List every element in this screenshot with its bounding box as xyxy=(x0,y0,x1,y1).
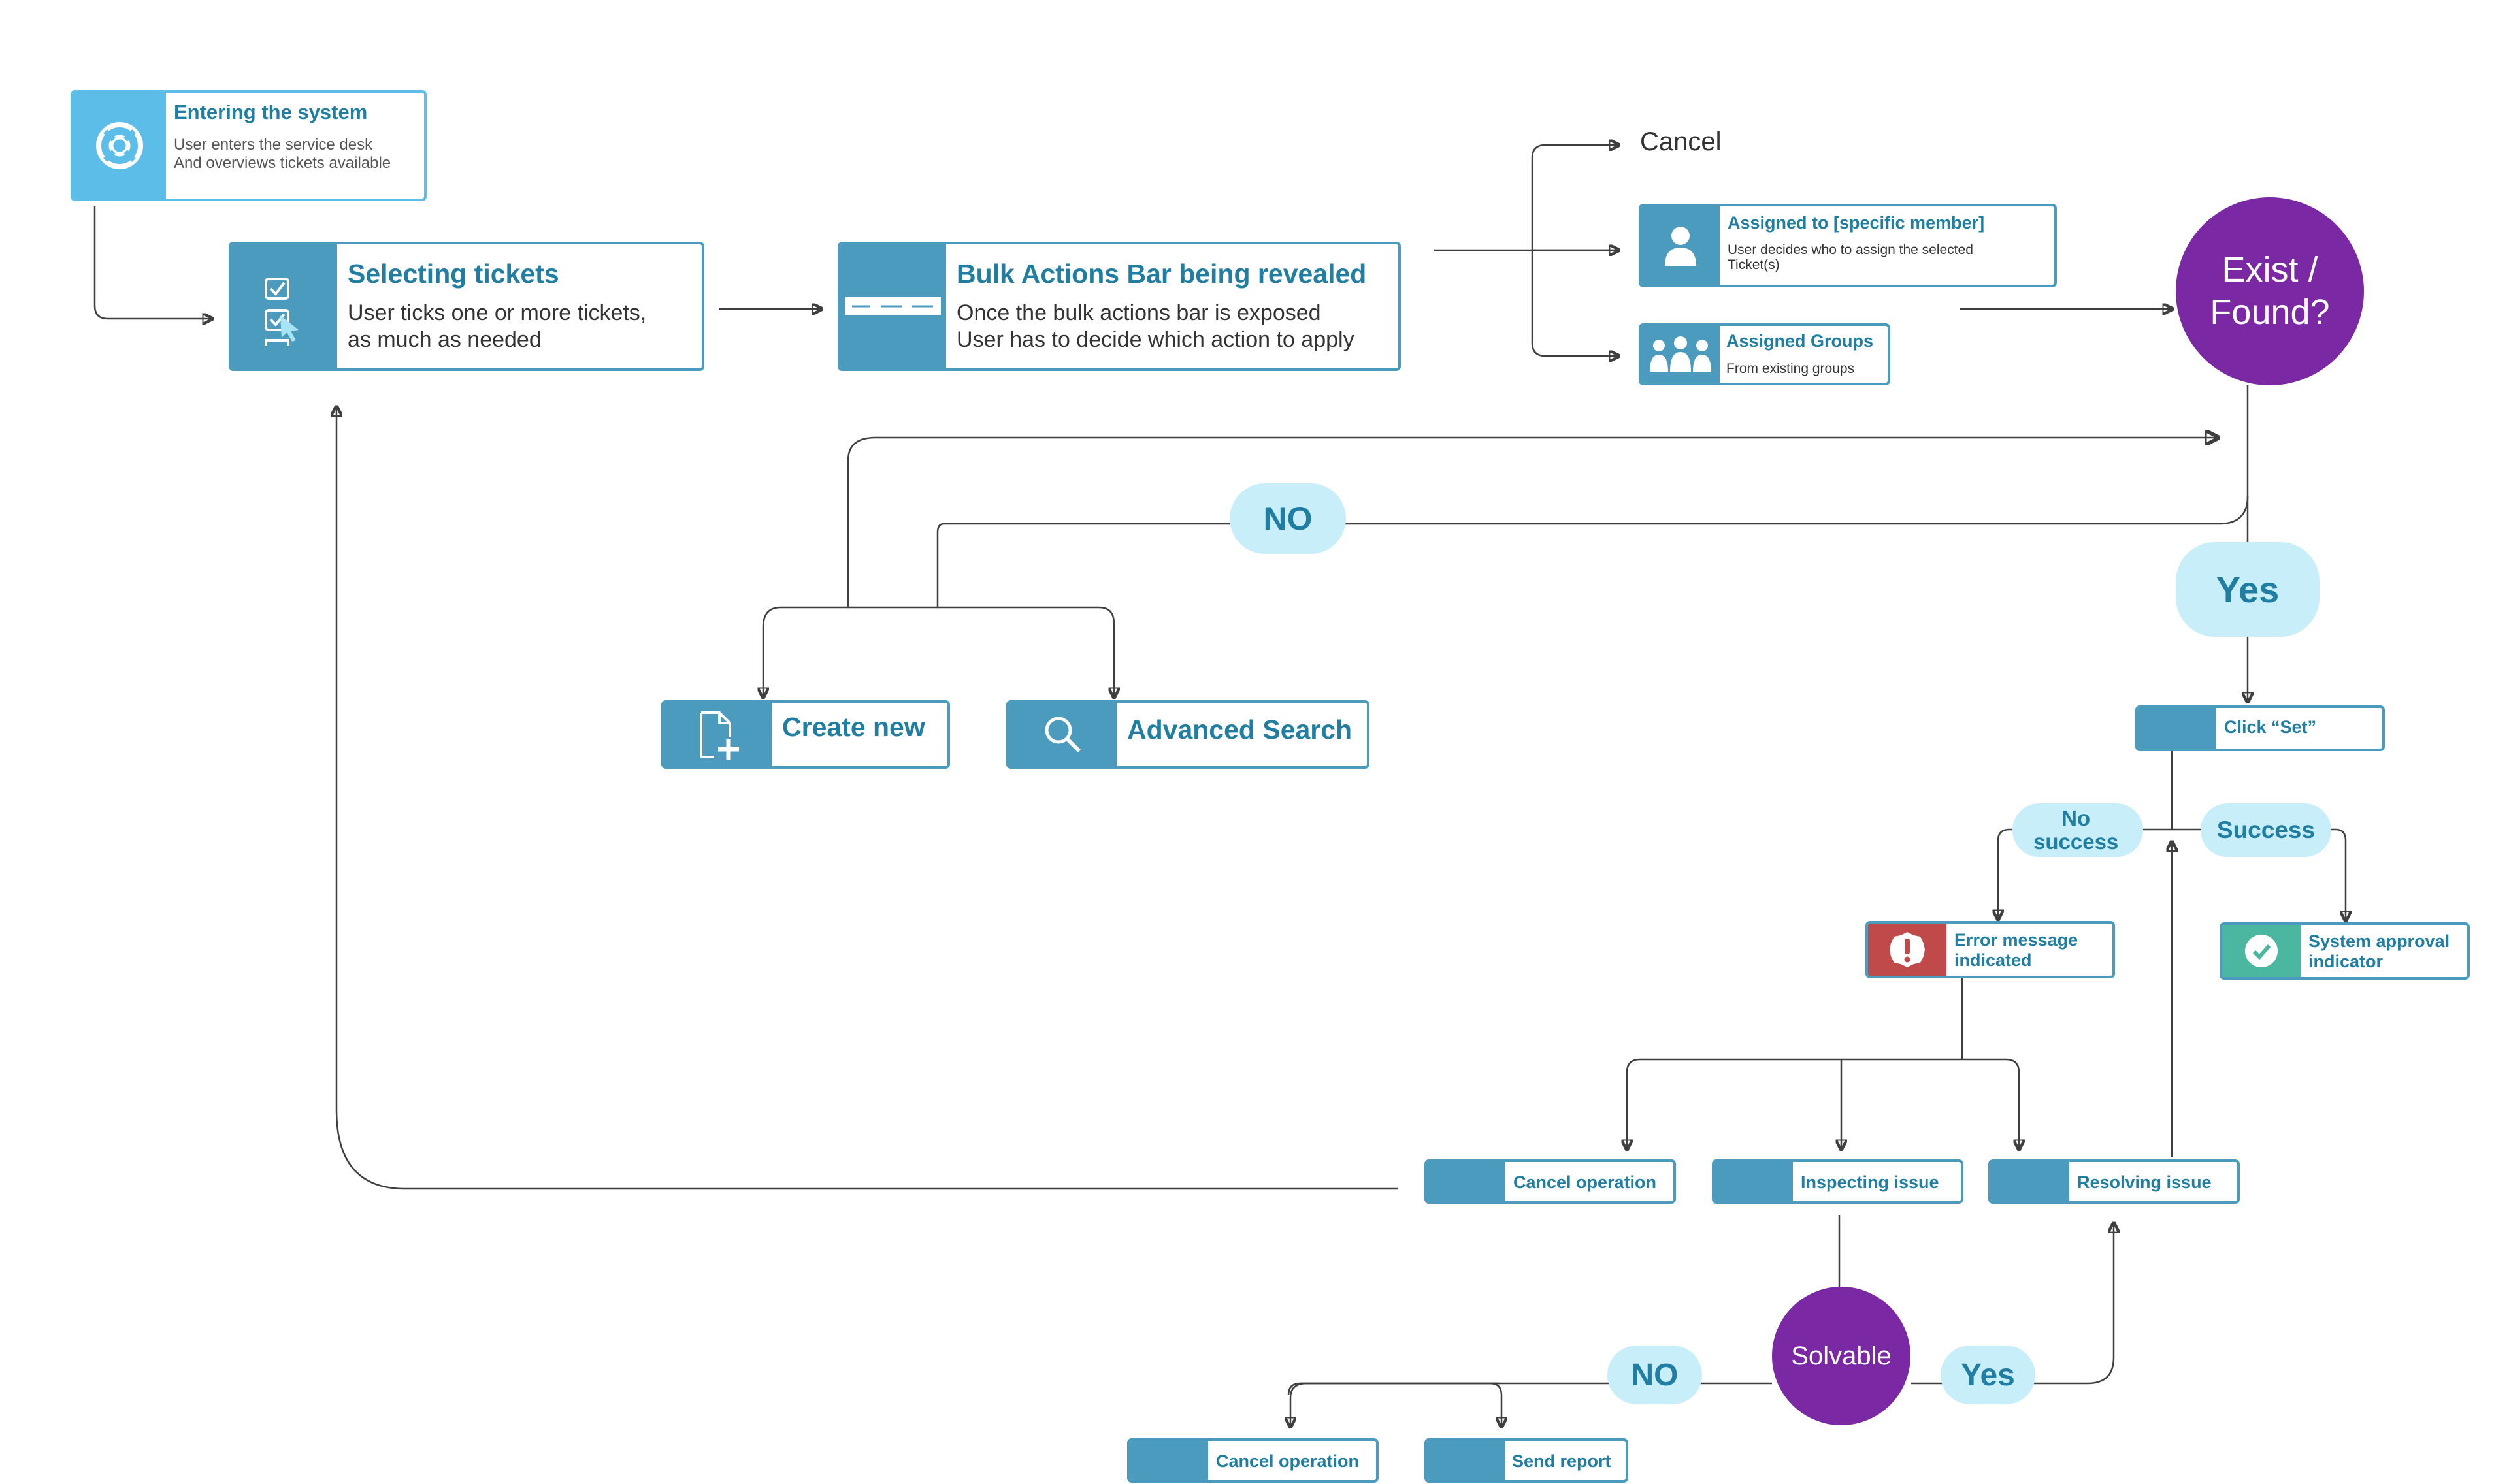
connector-set-to-error xyxy=(1998,828,2172,920)
card-desc-line2: User has to decide which action to apply xyxy=(957,327,1354,352)
connector-branch-cancel xyxy=(1531,145,1619,251)
pill-label-line1: No xyxy=(2061,805,2091,830)
pill-label: Yes xyxy=(2216,569,2280,610)
inspecting-issue-icon xyxy=(1714,1162,1793,1201)
pill-label: Success xyxy=(2216,816,2316,843)
yes-pill-right: Yes xyxy=(2176,542,2320,637)
decision-line1: Exist / xyxy=(2222,250,2318,290)
checkmark-icon xyxy=(2222,925,2301,977)
card-title: Click “Set” xyxy=(2224,717,2317,737)
card-desc-line1: Once the bulk actions bar is exposed xyxy=(957,300,1321,326)
success-pill: Success xyxy=(2201,803,2331,857)
card-title: Cancel operation xyxy=(1216,1451,1360,1471)
click-set-card[interactable]: Click “Set” xyxy=(2135,705,2385,751)
card-title: Selecting tickets xyxy=(348,259,559,289)
card-desc-line2: Ticket(s) xyxy=(1728,257,1780,273)
card-title-line1: Error message xyxy=(1954,930,2078,950)
card-desc-line1: User decides who to assign the selected xyxy=(1728,242,1973,258)
resolving-issue-icon xyxy=(1991,1162,2069,1201)
bulk-bar-icon xyxy=(840,244,946,368)
system-approval-card: System approval indicator xyxy=(2220,922,2470,980)
card-desc-line2: as much as needed xyxy=(348,327,542,352)
send-report-card[interactable]: Send report xyxy=(1424,1438,1628,1483)
card-desc-line2: And overviews tickets available xyxy=(174,154,391,172)
connector-no-to-cancel-op xyxy=(1287,1382,1496,1396)
cancel-option-label: Cancel xyxy=(1640,127,1722,156)
no-pill-bottom: NO xyxy=(1607,1346,1702,1404)
assigned-member-card: Assigned to [specific member] User decid… xyxy=(1639,204,2057,287)
yes-pill-bottom: Yes xyxy=(1941,1346,2035,1404)
send-report-icon xyxy=(1427,1441,1505,1480)
card-desc-line1: User enters the service desk xyxy=(174,135,373,153)
click-set-icon xyxy=(2138,708,2216,749)
connector-branch-groups xyxy=(1531,250,1619,356)
no-success-pill: No success xyxy=(2012,803,2143,857)
connector-no-to-report xyxy=(1489,1382,1501,1427)
exclamation-icon xyxy=(1868,924,1946,976)
card-title: Bulk Actions Bar being revealed xyxy=(957,259,1367,289)
advanced-search-card[interactable]: Advanced Search xyxy=(1006,700,1369,769)
connector-error-to-resolve xyxy=(1962,1058,2019,1150)
cancel-operation-icon xyxy=(1427,1162,1505,1201)
pill-label: Yes xyxy=(1961,1357,2015,1393)
connector-error-to-cancel xyxy=(1627,1058,1962,1150)
solvable-decision: Solvable xyxy=(1772,1287,1910,1425)
connector-loop-back xyxy=(847,438,2218,607)
resolving-issue-card[interactable]: Resolving issue xyxy=(1988,1159,2240,1204)
connector-cancel-to-selecting xyxy=(336,406,1398,1190)
bulk-actions-card: Bulk Actions Bar being revealed Once the… xyxy=(838,242,1401,371)
checklist-cursor-icon xyxy=(231,244,337,368)
card-title: Assigned Groups xyxy=(1726,331,1874,351)
decision-label: Solvable xyxy=(1791,1342,1892,1370)
card-title: Inspecting issue xyxy=(1801,1172,1939,1192)
no-pill-top: NO xyxy=(1230,483,1346,554)
selecting-tickets-card: Selecting tickets User ticks one or more… xyxy=(229,242,704,371)
card-title-line1: System approval xyxy=(2308,931,2450,951)
card-title: Cancel operation xyxy=(1513,1172,1657,1192)
inspecting-issue-card[interactable]: Inspecting issue xyxy=(1712,1159,1963,1204)
cancel-operation-icon xyxy=(1130,1441,1208,1480)
lifebuoy-icon xyxy=(73,93,166,199)
group-icon xyxy=(1641,326,1720,383)
create-new-card[interactable]: Create new xyxy=(661,700,950,769)
card-desc-line1: User ticks one or more tickets, xyxy=(348,300,647,326)
card-title-line2: indicated xyxy=(1954,950,2032,971)
person-icon xyxy=(1641,206,1720,285)
assigned-groups-card: Assigned Groups From existing groups xyxy=(1639,323,1890,385)
card-title: Assigned to [specific member] xyxy=(1728,213,1985,233)
card-title: Advanced Search xyxy=(1127,715,1353,745)
connector-set-to-success xyxy=(2172,828,2346,921)
exist-found-decision: Exist / Found? xyxy=(2176,197,2364,385)
card-title-line2: indicator xyxy=(2308,952,2384,972)
error-message-card: Error message indicated xyxy=(1865,921,2115,978)
decision-line2: Found? xyxy=(2210,293,2330,332)
pill-label: NO xyxy=(1263,500,1313,537)
entering-system-card: Entering the system User enters the serv… xyxy=(71,90,427,201)
card-title: Send report xyxy=(1512,1451,1611,1471)
connector-solvable-no xyxy=(1290,1382,1772,1427)
magnifier-icon xyxy=(1009,703,1117,766)
pill-label: NO xyxy=(1631,1357,1679,1393)
connector-no-to-create xyxy=(763,606,938,698)
connector-no-to-search xyxy=(938,606,1114,698)
connector-no-branch xyxy=(936,496,2249,607)
card-title: Resolving issue xyxy=(2077,1172,2212,1192)
card-title: Create new xyxy=(782,712,925,742)
cancel-operation-card[interactable]: Cancel operation xyxy=(1424,1159,1676,1204)
card-title: Entering the system xyxy=(174,101,368,123)
cancel-operation-card-2[interactable]: Cancel operation xyxy=(1127,1438,1379,1483)
pill-label-line2: success xyxy=(2033,830,2119,854)
card-desc-line1: From existing groups xyxy=(1726,361,1855,377)
connector-solvable-yes xyxy=(1911,1223,2114,1385)
connector-entering-to-selecting xyxy=(93,206,212,319)
new-document-icon xyxy=(664,703,772,766)
